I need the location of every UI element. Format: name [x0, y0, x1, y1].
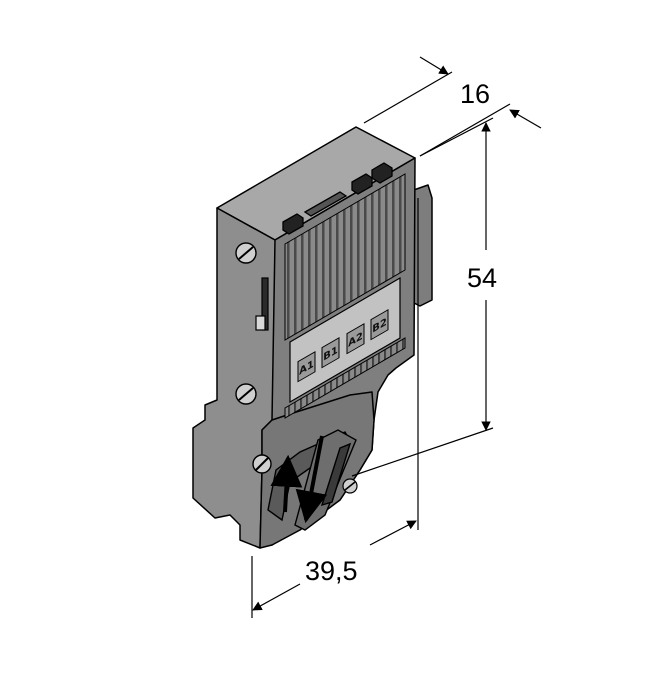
- dimension-arrow: [252, 583, 301, 611]
- extension-line: [419, 103, 511, 157]
- extension-line: [363, 71, 453, 124]
- screw-icon-cable: [252, 454, 272, 474]
- dimension-depth: 16: [363, 56, 542, 157]
- label-panel: [289, 276, 401, 404]
- screw-icon-side: [342, 478, 358, 494]
- dimension-width-label: 39,5: [305, 556, 358, 586]
- dimension-width: 39,5: [251, 198, 419, 618]
- dimension-arrow: [369, 520, 417, 546]
- dimension-arrow: [419, 56, 449, 75]
- terminal-b1: B1: [321, 337, 340, 369]
- terminal-a1: A1: [297, 351, 316, 383]
- top-clips: [282, 162, 393, 235]
- screw-icon-top: [235, 242, 257, 264]
- cable-direction-arrows: [270, 435, 328, 524]
- dimension-depth-label: 16: [460, 79, 490, 109]
- ribbed-band: [284, 337, 406, 419]
- terminal-labels: A1 B1 A2 B2: [297, 309, 389, 383]
- terminal-a2: A2: [346, 323, 365, 355]
- ribbed-grip: [284, 173, 406, 341]
- terminal-b2: B2: [370, 309, 389, 341]
- extension-line: [351, 427, 494, 477]
- dimension-height: 54: [351, 117, 497, 477]
- dimension-arrow: [509, 109, 542, 129]
- screw-icon-bottom: [235, 383, 257, 405]
- switch-slot: [255, 277, 269, 331]
- dimension-height-label: 54: [467, 263, 497, 293]
- extension-line: [419, 117, 494, 157]
